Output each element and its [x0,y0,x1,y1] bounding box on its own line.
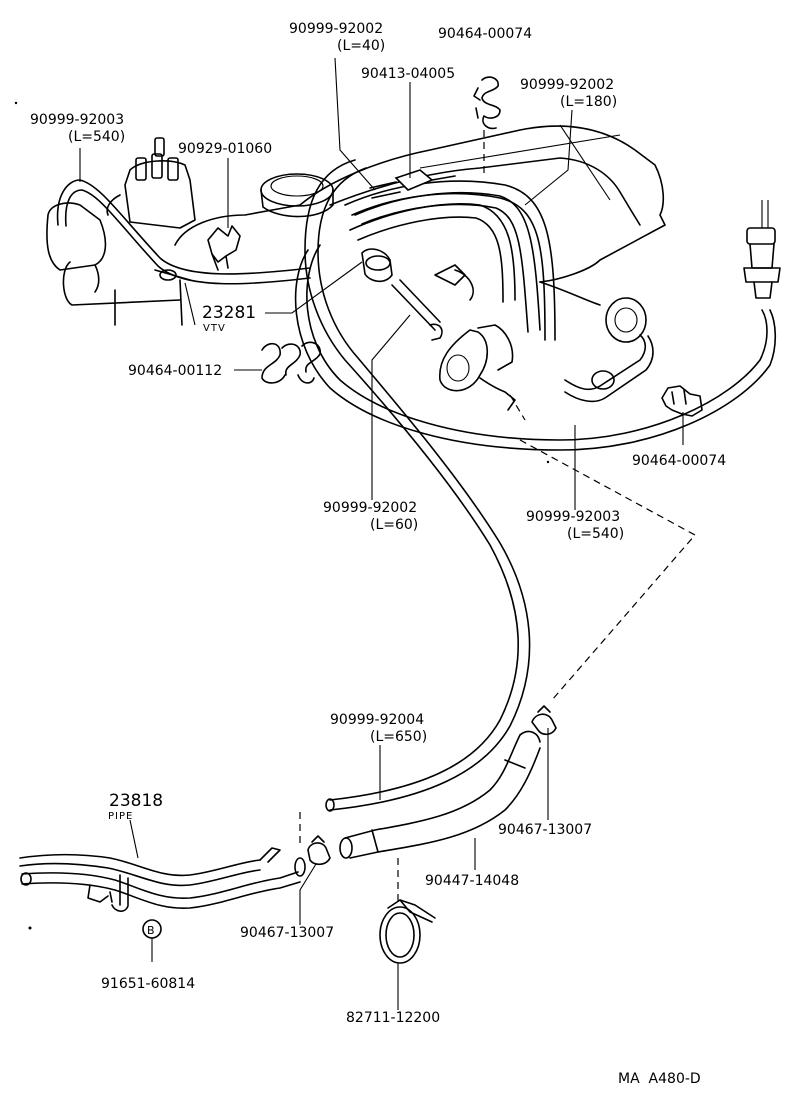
label-hose-l40-length: (L=40) [337,38,385,54]
label-hose-90447-number: 90447-14048 [425,873,519,889]
label-band-clamp-number: 82711-12200 [346,1010,440,1026]
label-hose-l650-length: (L=650) [370,729,427,745]
label-hose-l540-right-number: 90999-92003 [526,509,620,525]
label-pipe-number: 23818 [109,791,163,811]
label-hose-l540-left-number: 90999-92003 [30,112,124,128]
hose-lines [56,159,777,811]
bolt-marker: B [142,919,162,939]
label-valve-90413-number: 90413-04005 [361,66,455,82]
phantom-lines [299,130,696,905]
label-pipe-name: PIPE [108,811,133,822]
valve-90413 [369,169,456,199]
hose-l650-end [325,798,335,812]
label-clamp-90929-number: 90929-01060 [178,141,272,157]
hose-90447 [339,730,541,859]
label-hose-l180-length: (L=180) [560,94,617,110]
label-hose-l540-right-length: (L=540) [567,526,624,542]
label-vtv-number: 23281 [202,303,256,323]
label-clip-right-number: 90464-00074 [632,453,726,469]
clamp-left-icon [307,835,331,866]
distributor [106,137,196,229]
label-hose-l180-number: 90999-92002 [520,77,614,93]
label-clip-top-number: 90464-00074 [438,26,532,42]
label-clip-90464-00112-number: 90464-00112 [128,363,222,379]
clamp-90929-icon [207,225,241,271]
vtv-valve [361,248,474,341]
label-hose-l60-length: (L=60) [370,517,418,533]
label-hose-l540-left-length: (L=540) [68,129,125,145]
part-labels: 90999-92003 (L=540) 90929-01060 90999-92… [30,21,726,1087]
clip-top-icon [473,76,501,130]
label-hose-l40-number: 90999-92002 [289,21,383,37]
label-hose-l650-number: 90999-92004 [330,712,424,728]
label-vtv-name: VTV [203,323,226,334]
right-sensor [743,200,781,299]
label-clamp-left-number: 90467-13007 [240,925,334,941]
footer-code: MA A480-D [618,1071,701,1087]
clip-right-icon [661,385,703,417]
leader-lines [79,57,684,1010]
label-clamp-right-number: 90467-13007 [498,822,592,838]
right-components [439,281,647,411]
svg-text:B: B [147,924,155,937]
label-bolt-number: 91651-60814 [101,976,195,992]
label-hose-l60-number: 90999-92002 [323,500,417,516]
pipe-23818 [19,847,306,912]
clip-90464-00112-icon [261,341,321,384]
clamp-right-icon [531,705,557,736]
band-clamp-icon [379,899,436,964]
